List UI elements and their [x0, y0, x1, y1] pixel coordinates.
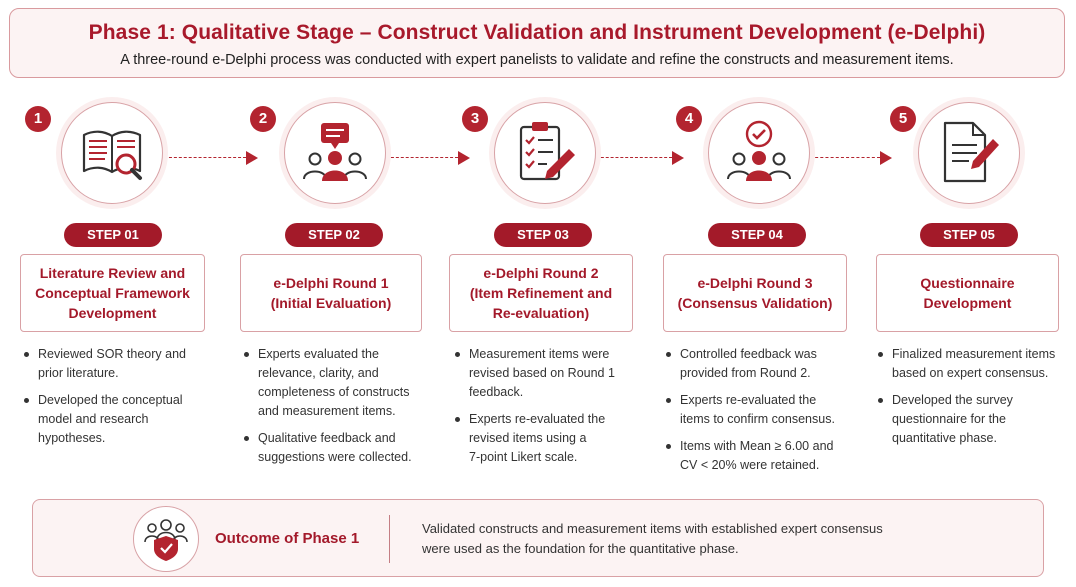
step-4-icon-circle — [708, 102, 810, 204]
connector-4-5 — [810, 157, 880, 158]
step-5-icon-circle — [918, 102, 1020, 204]
connector-1-2 — [164, 157, 246, 158]
connector-3-4 — [596, 157, 672, 158]
step-2-bullets: Experts evaluated the relevance, clarity… — [244, 345, 424, 475]
step-3-bullet-1: Measurement items were revised based on … — [455, 345, 635, 402]
step-5-number: 5 — [890, 106, 916, 132]
step-2-title-box: e-Delphi Round 1 (Initial Evaluation) — [240, 254, 422, 332]
step-4-title: e-Delphi Round 3 (Consensus Validation) — [677, 275, 833, 311]
step-2-title: e-Delphi Round 1 (Initial Evaluation) — [270, 275, 392, 311]
clipboard-checklist-icon — [519, 122, 575, 181]
step-1-bullets: Reviewed SOR theory and prior literature… — [24, 345, 204, 456]
step-3-title-box: e-Delphi Round 2 (Item Refinement and Re… — [449, 254, 633, 332]
step-3-bullet-2: Experts re-evaluated the revised items u… — [455, 410, 635, 467]
step-4-bullet-1: Controlled feedback was provided from Ro… — [666, 345, 848, 383]
step-5-label: STEP 05 — [920, 223, 1018, 247]
step-1-number: 1 — [25, 106, 51, 132]
step-1-label: STEP 01 — [64, 223, 162, 247]
step-4-number: 4 — [676, 106, 702, 132]
step-5-title-box: Questionnaire Development — [876, 254, 1059, 332]
arrow-2-3-icon — [458, 151, 470, 165]
step-5-bullet-1: Finalized measurement items based on exp… — [878, 345, 1068, 383]
outcome-text: Validated constructs and measurement ite… — [422, 521, 883, 556]
step-4-title-box: e-Delphi Round 3 (Consensus Validation) — [663, 254, 847, 332]
experts-discussion-icon — [303, 123, 367, 181]
outcome-icon-circle — [133, 506, 199, 572]
step-2-icon-circle — [284, 102, 386, 204]
step-1-bullet-1: Reviewed SOR theory and prior literature… — [24, 345, 204, 383]
arrow-4-5-icon — [880, 151, 892, 165]
arrow-3-4-icon — [672, 151, 684, 165]
step-2-number: 2 — [250, 106, 276, 132]
step-5-title: Questionnaire Development — [920, 275, 1015, 311]
step-2-bullet-2: Qualitative feedback and suggestions wer… — [244, 429, 424, 467]
step-5-bullets: Finalized measurement items based on exp… — [878, 345, 1068, 456]
outcome-label: Outcome of Phase 1 — [215, 530, 360, 547]
team-shield-icon — [144, 519, 188, 561]
step-4-bullet-3: Items with Mean ≥ 6.00 and CV < 20% were… — [666, 437, 848, 475]
outcome-panel: Outcome of Phase 1 Validated constructs … — [32, 499, 1044, 577]
step-3-label: STEP 03 — [494, 223, 592, 247]
step-1-icon-circle — [61, 102, 163, 204]
step-3-icon-circle — [494, 102, 596, 204]
step-3-title: e-Delphi Round 2 (Item Refinement and Re… — [469, 265, 613, 321]
page-subtitle: A three-round e-Delphi process was condu… — [120, 52, 954, 68]
page-title: Phase 1: Qualitative Stage – Construct V… — [88, 21, 986, 44]
connector-2-3 — [386, 157, 458, 158]
outcome-divider — [389, 515, 390, 563]
document-pen-icon — [943, 121, 999, 183]
step-1-title-box: Literature Review and Conceptual Framewo… — [20, 254, 205, 332]
step-2-bullet-1: Experts evaluated the relevance, clarity… — [244, 345, 424, 421]
step-3-number: 3 — [462, 106, 488, 132]
step-4-label: STEP 04 — [708, 223, 806, 247]
phase-header: Phase 1: Qualitative Stage – Construct V… — [9, 8, 1065, 78]
step-1-title: Literature Review and Conceptual Framewo… — [35, 265, 190, 321]
step-4-bullet-2: Experts re-evaluated the items to confir… — [666, 391, 848, 429]
arrow-1-2-icon — [246, 151, 258, 165]
step-4-bullets: Controlled feedback was provided from Ro… — [666, 345, 848, 483]
step-3-bullets: Measurement items were revised based on … — [455, 345, 635, 475]
book-magnifier-icon — [82, 130, 142, 180]
step-1-bullet-2: Developed the conceptual model and resea… — [24, 391, 204, 448]
step-2-label: STEP 02 — [285, 223, 383, 247]
step-5-bullet-2: Developed the survey questionnaire for t… — [878, 391, 1068, 448]
experts-consensus-icon — [727, 120, 791, 181]
